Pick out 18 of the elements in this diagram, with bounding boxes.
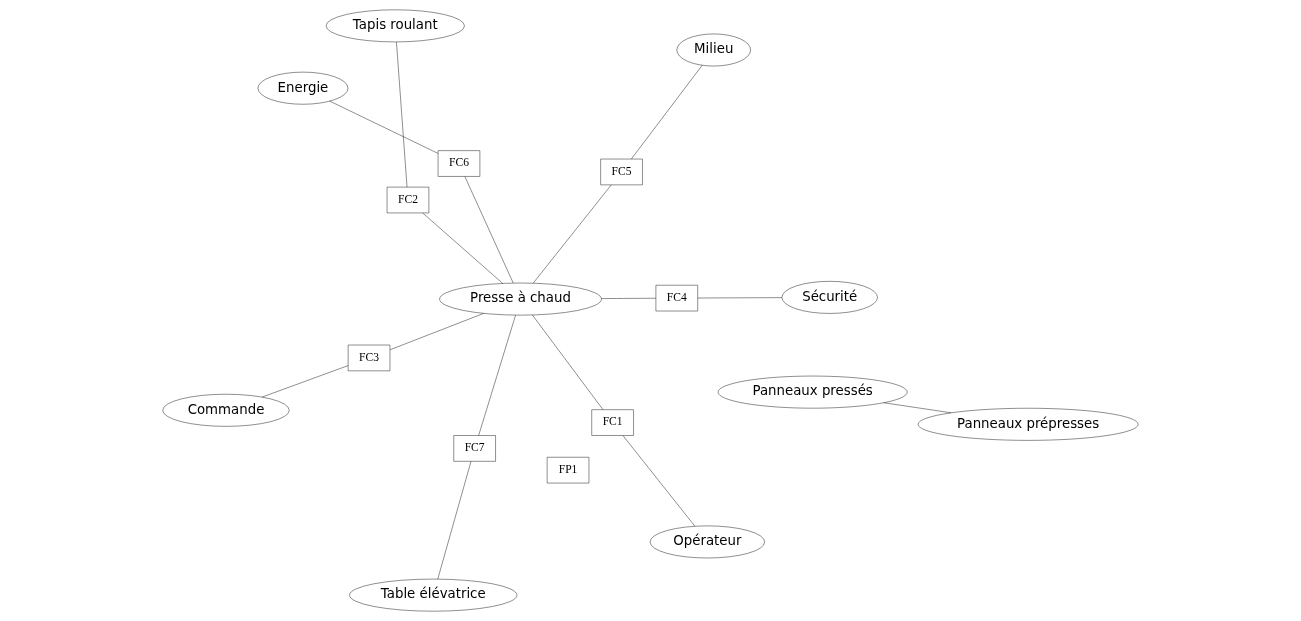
node-ellipse: Sécurité — [781, 281, 878, 314]
node-box: FC1 — [591, 409, 634, 436]
node-box: FP1 — [546, 457, 590, 484]
node-box: FC4 — [655, 285, 698, 312]
node-box: FC2 — [386, 186, 430, 214]
node-ellipse: Panneaux pressés — [717, 375, 908, 409]
node-ellipse: Energie — [257, 71, 349, 105]
node-ellipse: Presse à chaud — [439, 282, 602, 316]
node-ellipse: Milieu — [676, 33, 751, 67]
node-ellipse: Commande — [162, 394, 290, 427]
node-ellipse: Panneaux prépresses — [917, 408, 1139, 441]
node-box: FC7 — [453, 435, 496, 462]
node-box: FC3 — [347, 344, 391, 372]
node-box: FC6 — [437, 150, 481, 177]
node-ellipse: Opérateur — [649, 525, 765, 559]
node-box: FC5 — [600, 158, 643, 186]
node-ellipse: Table élévatrice — [349, 578, 518, 612]
node-ellipse: Tapis roulant — [325, 9, 465, 43]
